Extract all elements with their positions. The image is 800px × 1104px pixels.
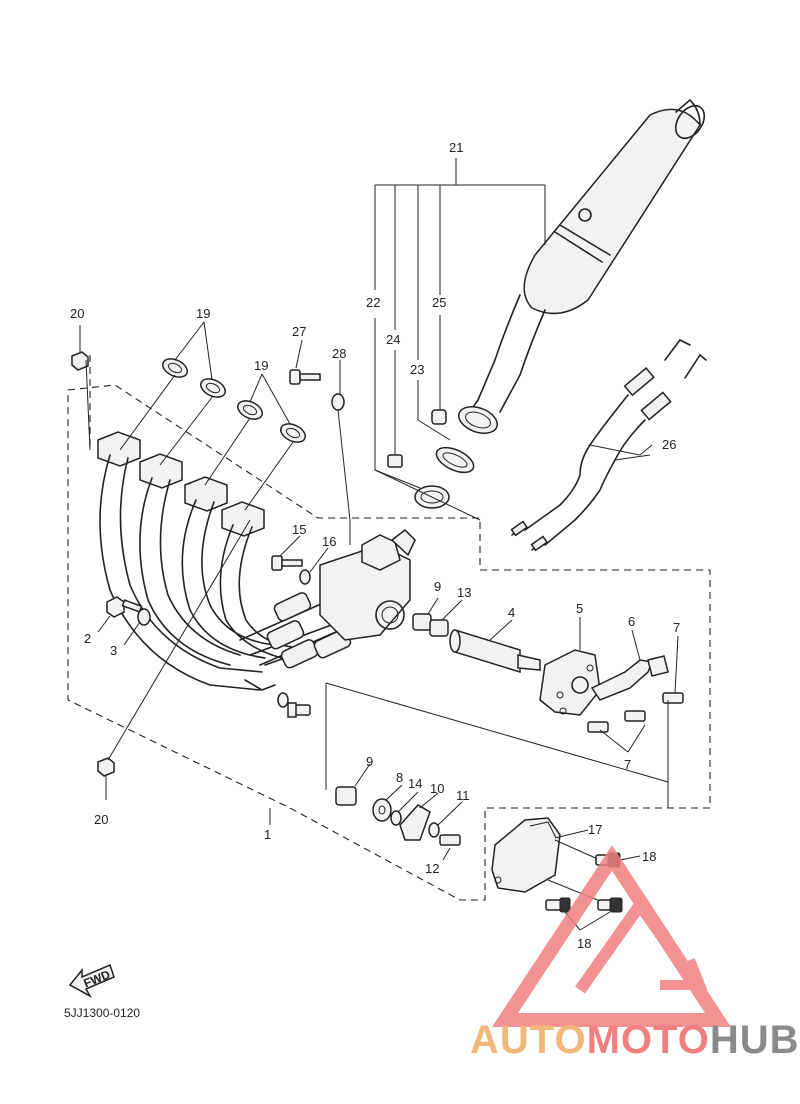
callout-12: 12 [425, 861, 439, 876]
callout-23: 23 [410, 362, 424, 377]
watermark-auto: AUTO [470, 1018, 587, 1062]
callout-9a: 9 [434, 579, 441, 594]
callout-21-leaders [374, 158, 546, 360]
exhaust-header-pipes [97, 431, 416, 691]
assembly-dashed-outline [67, 355, 711, 901]
collector-lower-bolt [277, 692, 311, 718]
studs-20 [71, 325, 251, 800]
lower-group-bracket [325, 682, 669, 808]
callout-27: 27 [292, 324, 306, 339]
callout-20b: 20 [94, 812, 108, 827]
callout-7b: 7 [624, 757, 631, 772]
fwd-arrow-icon: FWD [68, 963, 115, 998]
o2-sensor-cables [510, 339, 707, 552]
callout-11: 11 [456, 788, 470, 803]
watermark-logo [491, 845, 731, 1027]
callout-16: 16 [322, 534, 336, 549]
callout-13: 13 [457, 585, 471, 600]
callout-6: 6 [628, 614, 635, 629]
leader-22 [374, 469, 481, 521]
callout-26: 26 [662, 437, 676, 452]
hardware-15-16-27-28 [271, 339, 351, 585]
callout-1: 1 [264, 827, 271, 842]
callout-8: 8 [396, 770, 403, 785]
callout-19a: 19 [196, 306, 210, 321]
callout-5: 5 [576, 601, 583, 616]
callout-9b: 9 [366, 754, 373, 769]
callout-18b: 18 [577, 936, 591, 951]
muffler [458, 99, 706, 434]
callout-3: 3 [110, 643, 117, 658]
fwd-label: FWD [82, 967, 113, 990]
callout-21: 21 [449, 140, 463, 155]
gaskets [119, 321, 307, 511]
callout-2: 2 [84, 631, 91, 646]
callout-18a: 18 [642, 849, 656, 864]
callout-15: 15 [292, 522, 306, 537]
callout-4: 4 [508, 605, 515, 620]
callout-19b: 19 [254, 358, 268, 373]
callout-22: 22 [366, 295, 380, 310]
callout-7a: 7 [673, 620, 680, 635]
callout-14: 14 [408, 776, 422, 791]
callout-25: 25 [432, 295, 446, 310]
callout-20a: 20 [70, 306, 84, 321]
bolt-2-washer-3 [97, 596, 151, 646]
callout-28: 28 [332, 346, 346, 361]
callout-17: 17 [588, 822, 602, 837]
watermark-moto: MOTO [587, 1018, 710, 1062]
callout-10: 10 [430, 781, 444, 796]
watermark-text: AUTOMOTOHUB [470, 1018, 800, 1062]
valve-shaft-assembly [412, 597, 684, 753]
watermark-hub: HUB [710, 1018, 800, 1062]
callout-24: 24 [386, 332, 400, 347]
lower-small-parts [335, 763, 463, 861]
figure-code: 5JJ1300-0120 [64, 1006, 140, 1020]
